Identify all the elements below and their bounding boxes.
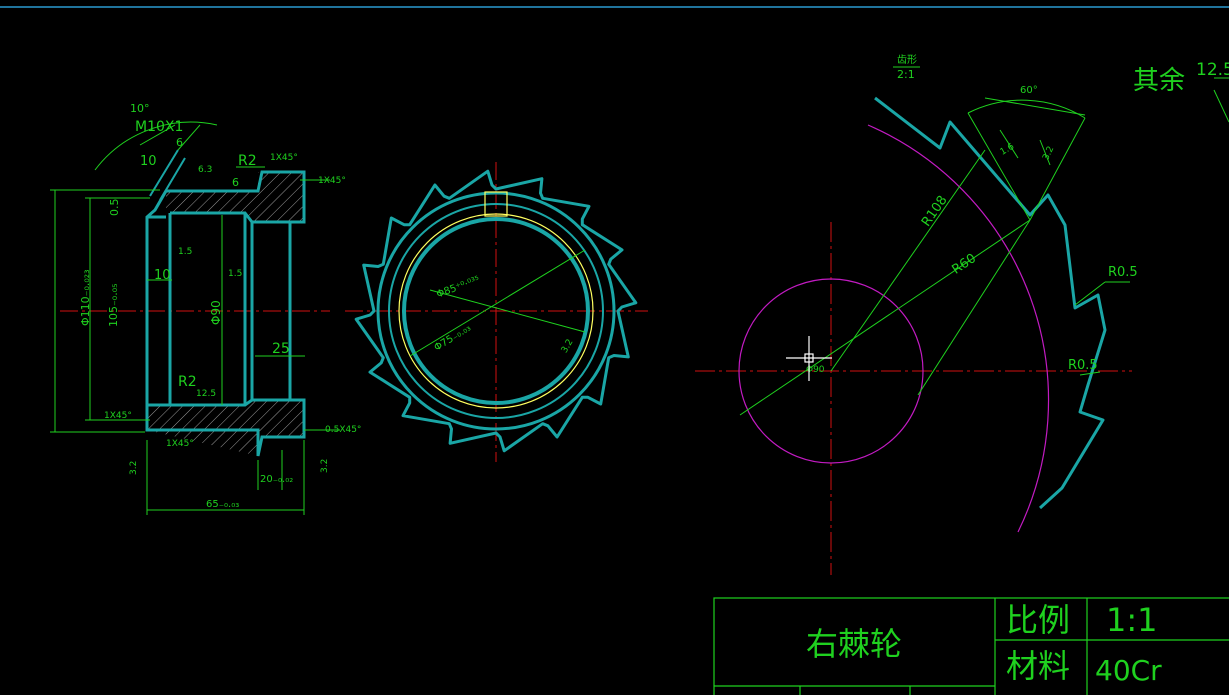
dim-05: 0.5	[108, 199, 121, 217]
general-note-roughness: 12.5	[1196, 60, 1229, 80]
material-label: 材料	[1006, 647, 1070, 685]
dim-25: 25	[272, 341, 290, 357]
dim-20-label: 20₋₀.₀₂	[260, 474, 293, 485]
detail-roughness-a: 1.6	[999, 142, 1017, 158]
title-block: 右棘轮 比例 1:1 材料 40Cr	[713, 597, 1229, 695]
hub-ring-mid	[388, 203, 604, 419]
general-roughness-note: 其余 12.5	[1133, 60, 1229, 96]
section-view: 10° M10X1 10 6 6 0.5 R2 6.3 1X45° 1X45° …	[50, 102, 361, 515]
detail-tooth-profile	[874, 96, 1107, 510]
detail-roughness-b: 3.2	[1041, 145, 1056, 162]
roughness-63: 6.3	[198, 165, 212, 175]
radius-108-label: R108	[919, 193, 951, 229]
tooth-detail-view: 齿形 2:1 60° 1.6 3.2 R108 R60 R0.5 R0.5 Φ9…	[695, 54, 1229, 575]
dim-6-b: 6	[232, 176, 239, 189]
chamfer-right: 1X45°	[318, 176, 346, 186]
roughness-12-b: 1.5	[228, 269, 242, 279]
detail-reference-arc	[867, 124, 1050, 533]
dim-10-left: 10	[154, 268, 171, 283]
bore-circle	[402, 217, 590, 405]
front-dia-label-1: Φ85⁺⁰·⁰³⁵	[435, 275, 481, 301]
general-note-prefix: 其余	[1133, 66, 1185, 96]
tooth-profile-label: 齿形	[897, 54, 917, 66]
roughness-32-b: 3.2	[320, 459, 330, 473]
section-hatch-top	[166, 172, 304, 222]
detail-angle-label: 60°	[1020, 85, 1038, 96]
roughness-12-a: 1.5	[178, 247, 192, 257]
keyway	[484, 191, 508, 217]
thread-angle-label: 10°	[130, 102, 150, 115]
radius-60-label: R60	[949, 251, 979, 278]
thread-spec-label: M10X1	[135, 119, 183, 135]
outer-dia-label: Φ110₋₀.₀₂₃	[79, 269, 92, 326]
dim-6-a: 6	[176, 136, 183, 149]
detail-dia-label: Φ90	[806, 365, 825, 375]
ratchet-teeth-outline	[354, 169, 638, 453]
front-roughness: 3.2	[560, 338, 576, 355]
bore-dia-label: Φ90	[209, 300, 223, 325]
radius-top-label: R2	[238, 153, 257, 169]
chamfer-bottom-left: 1X45°	[104, 411, 132, 421]
roughness-125: 12.5	[196, 389, 216, 399]
part-name: 右棘轮	[806, 625, 902, 663]
detail-scale-label: 2:1	[897, 68, 915, 81]
material-value: 40Cr	[1095, 654, 1162, 687]
roughness-32-a: 3.2	[129, 461, 139, 475]
section-dimensions	[50, 121, 340, 515]
length-dim-label: 65₋₀.₀₃	[206, 499, 239, 510]
bore-yellow-ring	[398, 213, 594, 409]
radius-05-label-b: R0.5	[1068, 358, 1098, 373]
section-hatch-bottom	[147, 400, 304, 456]
chamfer-top-right: 1X45°	[270, 153, 298, 163]
chamfer-bottom-mid: 1X45°	[166, 439, 194, 449]
front-dia-label-2: Φ75₋₀.₀₃	[432, 323, 473, 354]
radius-bottom-label: R2	[178, 374, 197, 390]
dim-10-top: 10	[140, 154, 157, 169]
chamfer-bottom-right: 0.5X45°	[325, 425, 361, 435]
radius-05-label-a: R0.5	[1108, 265, 1138, 280]
hub-ring-outer	[376, 191, 616, 431]
scale-label: 比例	[1006, 601, 1070, 639]
crosshair-cursor-icon	[786, 336, 832, 381]
section-outline	[145, 170, 306, 457]
inner-dia-label: 105₋₀.₀₅	[107, 283, 120, 327]
detail-reference-circle	[738, 278, 924, 464]
scale-value: 1:1	[1106, 601, 1158, 639]
front-view: Φ85⁺⁰·⁰³⁵ Φ75₋₀.₀₃ 3.2	[345, 162, 648, 462]
